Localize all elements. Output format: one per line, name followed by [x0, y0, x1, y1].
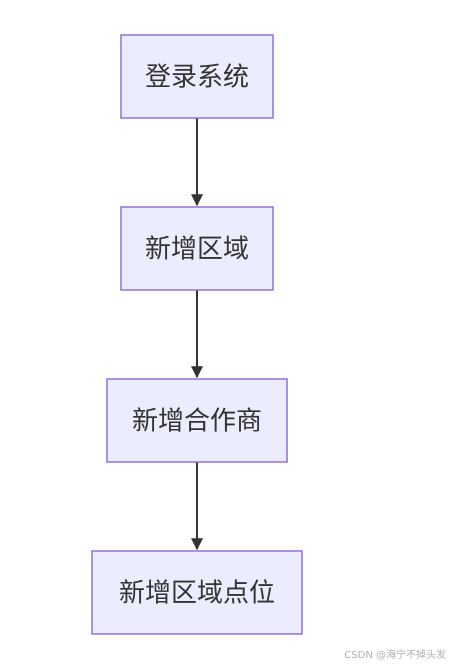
node-login-system: 登录系统 [120, 34, 274, 119]
node-label: 新增区域 [145, 235, 249, 265]
watermark: CSDN @海宁不掉头发 [344, 650, 446, 661]
node-new-region: 新增区域 [120, 206, 274, 291]
node-label: 新增合作商 [132, 407, 262, 437]
node-new-partner: 新增合作商 [106, 378, 288, 463]
node-new-region-point: 新增区域点位 [91, 550, 303, 635]
node-label: 新增区域点位 [119, 579, 275, 609]
node-label: 登录系统 [145, 63, 249, 93]
